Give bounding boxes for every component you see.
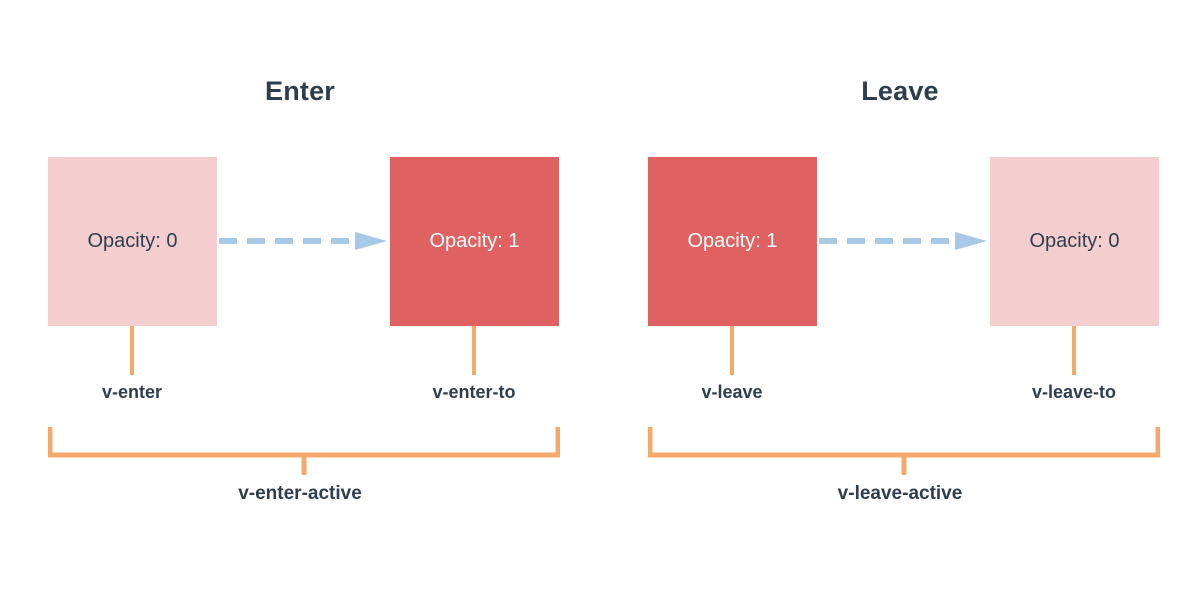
leave-transition-group: Leave Opacity: 1 Opacity: 0 v-leave v-le… xyxy=(600,0,1200,600)
enter-from-connector xyxy=(130,326,134,375)
leave-to-box: Opacity: 0 xyxy=(990,157,1159,326)
enter-to-box-label: Opacity: 1 xyxy=(429,230,520,252)
enter-from-class-label: v-enter xyxy=(101,382,163,402)
enter-transition-group: Enter Opacity: 0 Opacity: 1 v-enter v-en… xyxy=(48,76,560,504)
enter-active-class-label: v-enter-active xyxy=(238,483,362,504)
enter-to-class-label: v-enter-to xyxy=(432,382,516,402)
leave-from-connector xyxy=(730,326,734,375)
leave-active-class-label: v-leave-active xyxy=(837,483,963,504)
enter-to-connector xyxy=(472,326,476,375)
leave-group-title: Leave xyxy=(861,76,939,106)
leave-to-class-label: v-leave-to xyxy=(1031,382,1117,402)
leave-to-connector xyxy=(1072,326,1076,375)
enter-to-box: Opacity: 1 xyxy=(390,157,559,326)
enter-active-bracket xyxy=(48,427,560,475)
leave-transition-arrow-icon xyxy=(819,232,987,250)
enter-group-title: Enter xyxy=(264,76,336,106)
enter-from-box-label: Opacity: 0 xyxy=(87,230,178,252)
leave-active-bracket xyxy=(648,427,1160,475)
leave-from-box: Opacity: 1 xyxy=(648,157,817,326)
leave-from-box-label: Opacity: 1 xyxy=(687,230,778,252)
enter-transition-arrow-icon xyxy=(219,232,387,250)
enter-from-box: Opacity: 0 xyxy=(48,157,217,326)
leave-from-class-label: v-leave xyxy=(701,382,763,402)
leave-to-box-label: Opacity: 0 xyxy=(1029,230,1120,252)
